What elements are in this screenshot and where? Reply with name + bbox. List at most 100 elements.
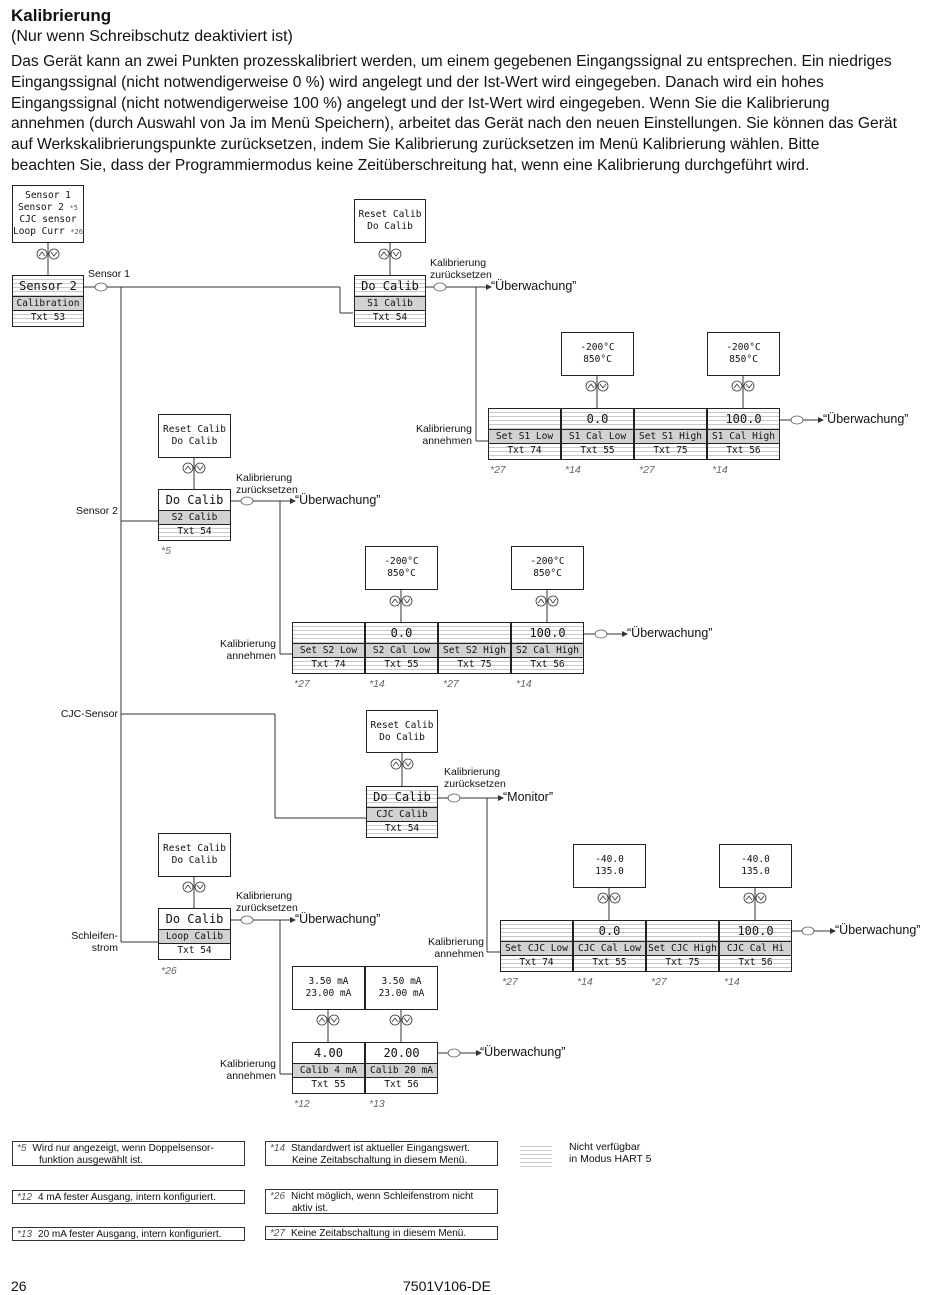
footnote-ref: *14	[577, 976, 593, 988]
monitor-target: “Überwachung”	[627, 626, 713, 640]
monitor-target: “Überwachung”	[491, 279, 577, 293]
cjc-calib-display[interactable]: Do Calib CJC Calib Txt 54	[366, 786, 438, 838]
s1-cal-low-display[interactable]: 0.0 S1 Cal Low Txt 55	[561, 408, 634, 460]
cjc-set-high-display[interactable]: Set CJC High Txt 75	[646, 920, 719, 972]
display-help-text: Txt 75	[439, 658, 510, 673]
branch-label-sensor1: Sensor 1	[88, 268, 131, 280]
cjc-cal-low-display[interactable]: 0.0 CJC Cal Low Txt 55	[573, 920, 646, 972]
display-menu-name: CJC Cal Hi	[720, 942, 791, 956]
intro-line: beachten Sie, dass der Programmiermodus …	[11, 156, 810, 174]
menu-option: Do Calib	[367, 221, 413, 232]
main-calibration-display[interactable]: Sensor 2 Calibration Txt 53	[12, 275, 84, 327]
display-value	[647, 921, 718, 942]
reset-calib-menu-s1[interactable]: Reset Calib Do Calib	[354, 199, 426, 243]
display-menu-name: Set CJC Low	[501, 942, 572, 956]
footnote-ref: *13	[369, 1098, 385, 1110]
footnote-ref: *14	[516, 678, 532, 690]
calib-20ma-display[interactable]: 20.00 Calib 20 mA Txt 56	[365, 1042, 438, 1094]
display-value: Do Calib	[355, 276, 425, 297]
display-value: Do Calib	[159, 490, 230, 511]
display-menu-name: Calib 4 mA	[293, 1064, 364, 1078]
menu-option: Reset Calib	[358, 209, 422, 220]
display-help-text: Txt 75	[635, 444, 706, 459]
s1-cal-high-display[interactable]: 100.0 S1 Cal High Txt 56	[707, 408, 780, 460]
branch-label-cjc: CJC-Sensor	[60, 708, 118, 720]
monitor-target: “Überwachung”	[823, 412, 909, 426]
display-help-text: Txt 55	[562, 444, 633, 459]
display-help-text: Txt 56	[512, 658, 583, 673]
intro-line: auf Werkskalibrierungspunkte zurücksetze…	[11, 136, 820, 154]
s2-set-high-display[interactable]: Set S2 High Txt 75	[438, 622, 511, 674]
footnote-ref: *27	[502, 976, 518, 988]
cjc-cal-high-display[interactable]: 100.0 CJC Cal Hi Txt 56	[719, 920, 792, 972]
branch-label-loop: Schleifen-strom	[71, 930, 118, 954]
display-help-text: Txt 55	[574, 956, 645, 971]
footnote-ref: *27	[490, 464, 506, 476]
display-menu-name: S1 Cal High	[708, 430, 779, 444]
s1-set-low-display[interactable]: Set S1 Low Txt 74	[488, 408, 561, 460]
display-value	[293, 623, 364, 644]
display-value: 0.0	[562, 409, 633, 430]
display-value: 0.0	[366, 623, 437, 644]
cjc-set-low-display[interactable]: Set CJC Low Txt 74	[500, 920, 573, 972]
display-help-text: Txt 74	[501, 956, 572, 971]
menu-option: Sensor 2 *5	[18, 202, 78, 213]
menu-option: Sensor 1	[25, 190, 71, 201]
display-help-text: Txt 53	[13, 311, 83, 326]
footnote-ref: *14	[565, 464, 581, 476]
reset-calib-menu-loop[interactable]: Reset Calib Do Calib	[158, 833, 231, 877]
loop-calib-display[interactable]: Do Calib Loop Calib Txt 54	[158, 908, 231, 960]
reset-calib-menu-s2[interactable]: Reset Calib Do Calib	[158, 414, 231, 458]
footnote-ref: *27	[639, 464, 655, 476]
footnote-ref: *27	[443, 678, 459, 690]
display-menu-name: Calib 20 mA	[366, 1064, 437, 1078]
menu-option: Reset Calib	[370, 719, 434, 731]
menu-option: Reset Calib	[163, 424, 226, 435]
page-subtitle: (Nur wenn Schreibschutz deaktiviert ist)	[11, 28, 293, 45]
display-menu-name: Set S2 Low	[293, 644, 364, 658]
s2-cal-low-display[interactable]: 0.0 S2 Cal Low Txt 55	[365, 622, 438, 674]
display-value: 100.0	[512, 623, 583, 644]
menu-option: Loop Curr *26	[13, 226, 83, 237]
s1-set-high-display[interactable]: Set S1 High Txt 75	[634, 408, 707, 460]
s1-calib-display[interactable]: Do Calib S1 Calib Txt 54	[354, 275, 426, 327]
display-value: 100.0	[708, 409, 779, 430]
intro-line: Eingangssignal (nicht notwendigerweise 1…	[11, 94, 830, 112]
menu-option: Do Calib	[171, 436, 218, 447]
not-available-swatch	[520, 1143, 552, 1167]
footnote-ref: *26	[161, 965, 177, 977]
s2-calib-display[interactable]: Do Calib S2 Calib Txt 54	[158, 489, 231, 541]
sensor-select-menu[interactable]: Sensor 1 Sensor 2 *5 CJC sensor Loop Cur…	[12, 185, 84, 243]
display-help-text: Txt 54	[367, 822, 437, 837]
display-value: Do Calib	[367, 787, 437, 808]
s2-cal-high-display[interactable]: 100.0 S2 Cal High Txt 56	[511, 622, 584, 674]
display-menu-name: S2 Cal High	[512, 644, 583, 658]
display-help-text: Txt 55	[366, 658, 437, 673]
page-number: 26	[11, 1278, 27, 1294]
display-menu-name: CJC Cal Low	[574, 942, 645, 956]
menu-option: Do Calib	[171, 855, 218, 866]
reset-calib-menu-cjc[interactable]: Reset Calib Do Calib	[366, 710, 438, 753]
monitor-target: “Überwachung”	[295, 912, 381, 926]
display-help-text: Txt 75	[647, 956, 718, 971]
display-value	[635, 409, 706, 430]
calib-4ma-display[interactable]: 4.00 Calib 4 mA Txt 55	[292, 1042, 365, 1094]
s2-set-low-display[interactable]: Set S2 Low Txt 74	[292, 622, 365, 674]
display-value: 0.0	[574, 921, 645, 942]
footnote-ref: *14	[369, 678, 385, 690]
display-menu-name: Set CJC High	[647, 942, 718, 956]
display-help-text: Txt 54	[355, 311, 425, 326]
